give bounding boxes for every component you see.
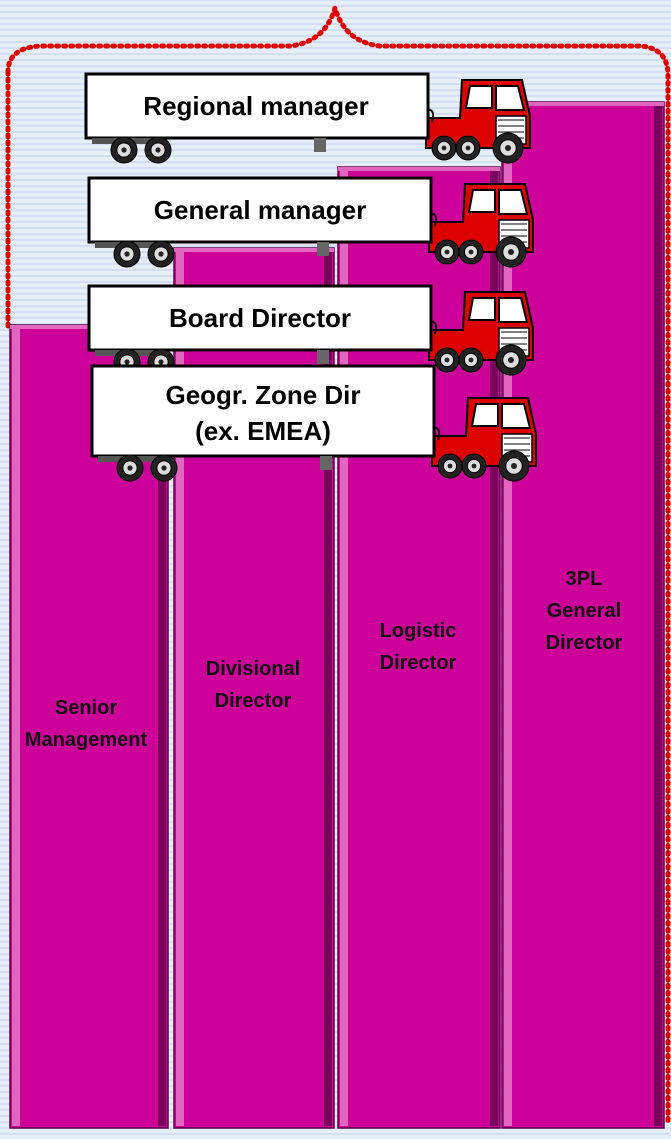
column-3pl-general-director — [501, 101, 665, 1129]
cab-front-wheel — [498, 450, 530, 482]
cab-wheel — [455, 135, 481, 161]
trailer-wheel — [144, 136, 172, 164]
truck-geogr-zone-dir — [90, 364, 537, 482]
cab-windshield — [495, 85, 526, 111]
cab-front-wheel — [492, 132, 524, 164]
trucks — [84, 72, 537, 482]
column-label-3pl-general-director: 3PL General Director — [545, 568, 623, 654]
truck-regional-manager — [84, 72, 531, 164]
trailer-box — [84, 72, 430, 140]
trailer-wheel — [113, 240, 141, 268]
cab-windshield — [498, 297, 529, 323]
cab-window — [467, 297, 496, 321]
cab-wheel — [461, 453, 487, 479]
cab-wheel — [437, 453, 463, 479]
truck-label-general-manager: General manager — [153, 195, 367, 225]
truck-label-regional-manager: Regional manager — [143, 91, 369, 121]
cab-wheel — [458, 239, 484, 265]
cab-windshield — [501, 403, 532, 429]
column-shadow — [324, 250, 332, 1126]
truck-general-manager — [87, 176, 534, 268]
column-highlight — [12, 327, 20, 1126]
truck-cab — [415, 79, 531, 164]
cab-window — [467, 189, 496, 213]
column-top-edge — [174, 248, 334, 252]
truck-label-geogr-zone-dir: Geogr. Zone Dir (ex. EMEA) — [165, 380, 361, 446]
column-top-edge — [338, 167, 500, 171]
column-shadow — [158, 327, 166, 1126]
trailer-box — [90, 364, 436, 458]
trailer-box — [87, 284, 433, 352]
cab-wheel — [434, 347, 460, 373]
column-shadow — [490, 169, 498, 1126]
cab-wheel — [431, 135, 457, 161]
column-highlight — [340, 169, 348, 1126]
trailer-support-leg — [317, 350, 329, 364]
cab-wheel — [434, 239, 460, 265]
column-highlight — [176, 250, 184, 1126]
trailer-wheel — [110, 136, 138, 164]
trailer-support-leg — [320, 456, 332, 470]
column-label-divisional-director: Divisional Director — [205, 658, 301, 712]
cab-front-wheel — [495, 344, 527, 376]
column-label-senior-management: Senior Management — [24, 697, 148, 751]
column-shadow — [654, 104, 662, 1126]
column-highlight — [504, 104, 512, 1126]
column-label-logistic-director: Logistic Director — [379, 620, 457, 674]
cab-window — [470, 403, 499, 427]
trailer-wheel — [150, 454, 178, 482]
trailer-support-leg — [317, 242, 329, 256]
truck-cab — [418, 291, 534, 376]
trailer-wheel — [116, 454, 144, 482]
cab-window — [464, 85, 493, 109]
trailer-support-leg — [314, 138, 326, 152]
cab-wheel — [458, 347, 484, 373]
dotted-bracket-border — [5, 0, 671, 1128]
column-top-edge — [502, 102, 664, 106]
cab-front-wheel — [495, 236, 527, 268]
truck-cab — [418, 183, 534, 268]
truck-label-board-director: Board Director — [168, 303, 352, 333]
trailer-wheel — [147, 240, 175, 268]
trailer-box — [87, 176, 433, 244]
cab-windshield — [498, 189, 529, 215]
